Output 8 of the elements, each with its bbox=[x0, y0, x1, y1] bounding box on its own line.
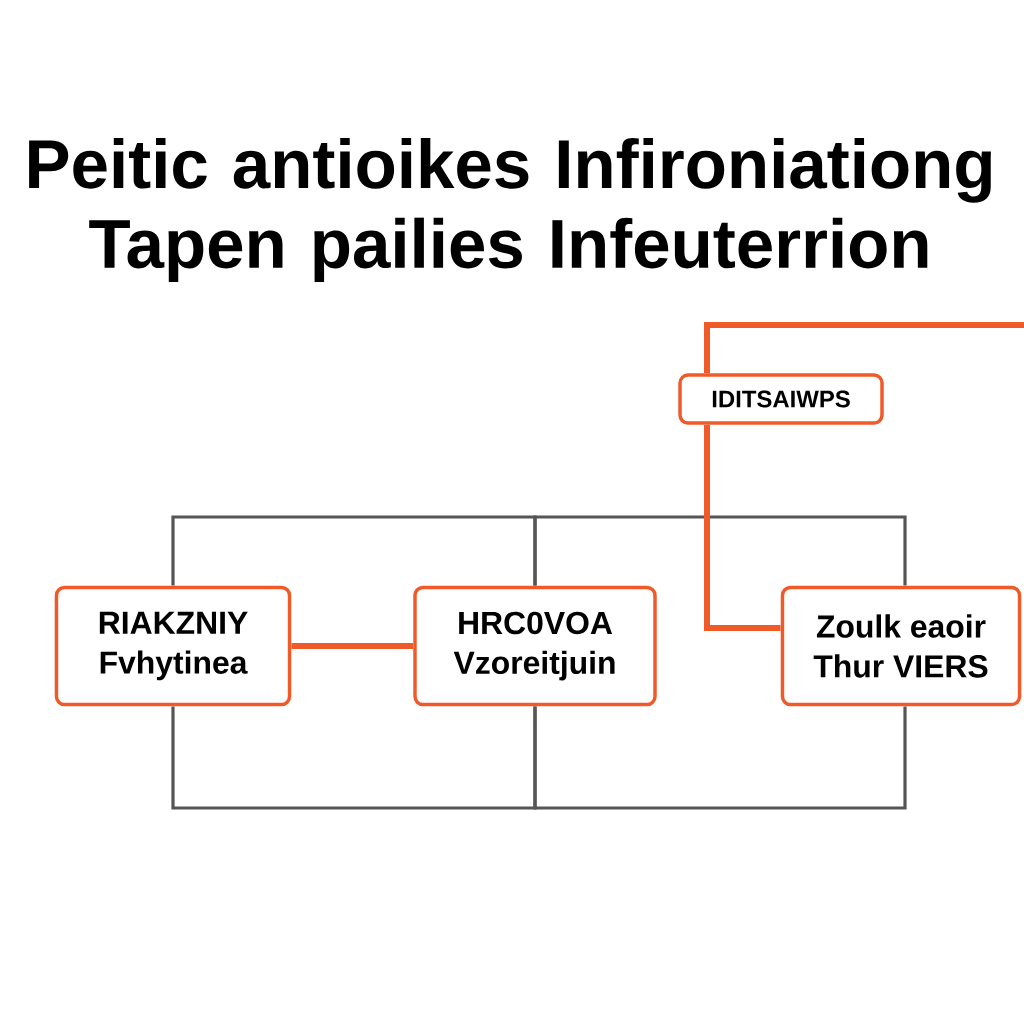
connector bbox=[704, 425, 781, 631]
process-box: IDITSAIWPS bbox=[678, 373, 884, 425]
connector bbox=[533, 515, 907, 586]
title: Peitic antioikes Infironiationg Tapen pailies Infeuterrion bbox=[29, 137, 991, 283]
connector bbox=[533, 706, 907, 810]
process-box: RIAKZNIY Fvhytinea bbox=[54, 585, 292, 707]
process-box: HRC0VOA Vzoreitjuin bbox=[413, 585, 657, 707]
process-box: Zoulk eaoir Thur VIERS bbox=[780, 585, 1022, 707]
